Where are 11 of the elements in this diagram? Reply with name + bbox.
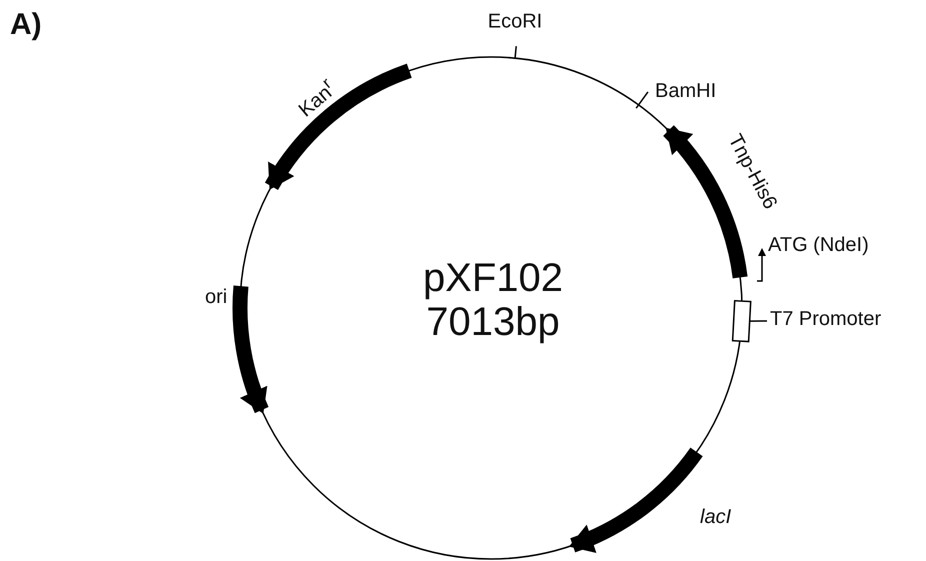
site-label: EcoRI — [488, 10, 542, 34]
gene-arrow — [232, 286, 269, 414]
plasmid-name: pXF102 7013bp — [422, 256, 564, 344]
promoter-box — [732, 300, 752, 342]
leader-line — [750, 320, 767, 322]
promoter-label: T7 Promoter — [770, 308, 882, 331]
site-label: ATG (NdeI) — [768, 234, 869, 257]
gene-label: lacI — [700, 506, 732, 529]
site-label: BamHI — [655, 80, 716, 103]
gene-label: ori — [205, 286, 228, 309]
panel-label: A) — [10, 8, 42, 42]
